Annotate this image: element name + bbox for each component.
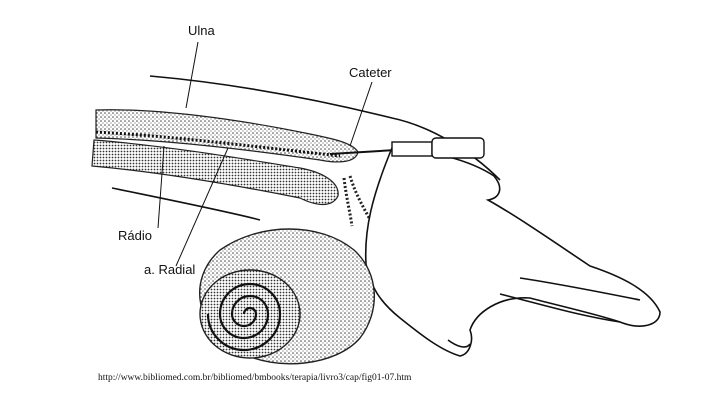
catheter bbox=[329, 137, 485, 159]
hand bbox=[364, 147, 661, 357]
rolled-towel bbox=[199, 228, 376, 365]
tendons bbox=[342, 175, 378, 231]
label-ulna: Ulna bbox=[188, 23, 215, 38]
label-cateter: Cateter bbox=[349, 65, 392, 80]
label-radial-artery: a. Radial bbox=[144, 262, 196, 277]
radius-bone bbox=[91, 139, 339, 206]
leader-lines bbox=[157, 41, 373, 267]
radial-artery bbox=[95, 130, 341, 158]
label-radio: Rádio bbox=[118, 228, 152, 243]
source-url: http://www.bibliomed.com.br/bibliomed/bm… bbox=[98, 373, 412, 383]
